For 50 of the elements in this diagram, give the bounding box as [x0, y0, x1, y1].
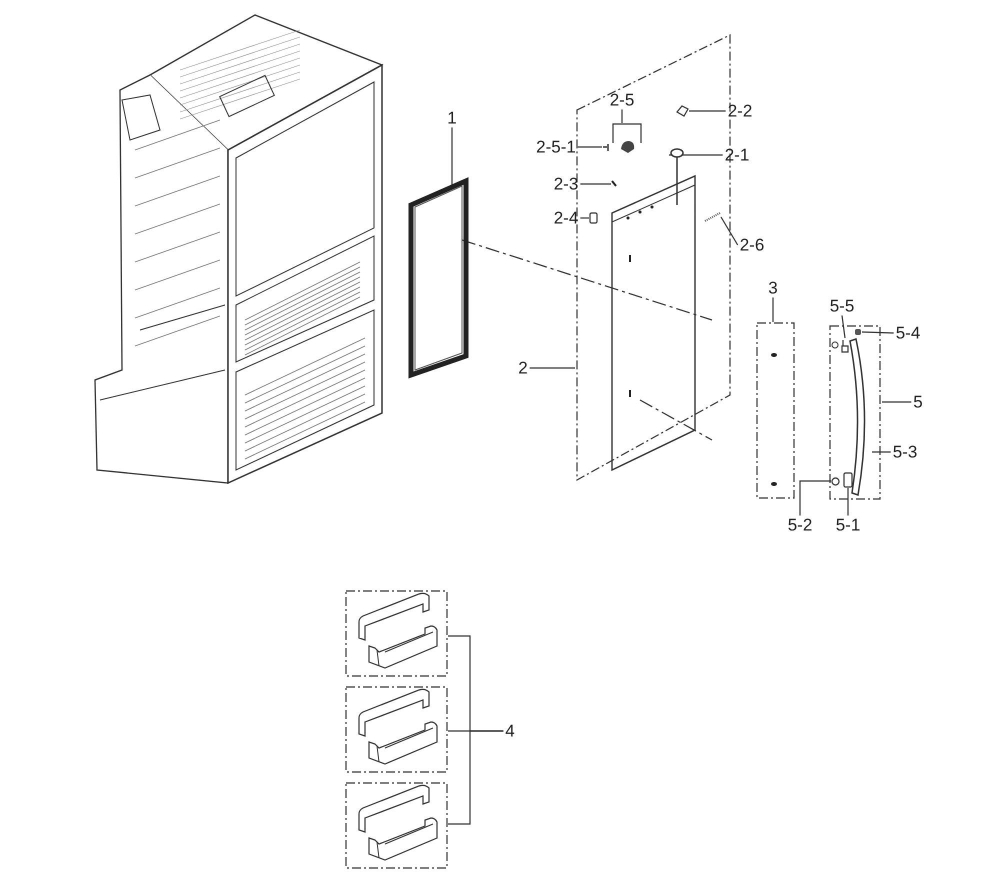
leader-line [621, 110, 623, 123]
screw-part [602, 143, 610, 152]
callout-number: 5 [913, 392, 923, 412]
leader-line [578, 146, 602, 148]
callout-number: 5-3 [892, 442, 918, 462]
leader-line [862, 331, 894, 334]
callout-number: 2-2 [728, 102, 752, 120]
cap-part [840, 338, 850, 354]
callout-number: 2-5-1 [536, 138, 576, 156]
leader-line [847, 488, 849, 516]
screw-part [831, 477, 840, 486]
callout-number: 5-1 [836, 516, 860, 534]
leader-line [530, 367, 575, 369]
spring-part [704, 212, 721, 222]
leader-line [772, 298, 774, 322]
leader-line [882, 401, 912, 403]
leader-line [799, 480, 831, 516]
callout-number: 2-3 [554, 174, 578, 194]
hinge-pin-part [669, 147, 685, 207]
callout-number: 2 [518, 358, 528, 378]
door-trim-outline [755, 322, 796, 500]
clip-part [676, 104, 689, 118]
door-bin-outline [345, 686, 448, 773]
leader-line [689, 110, 726, 112]
leader-line [669, 154, 723, 156]
callout-number: 2-4 [554, 208, 578, 228]
screw-part [611, 180, 617, 188]
callout-number: 5-5 [830, 296, 854, 316]
callout-number: 2-6 [740, 236, 764, 254]
stopper-part [589, 212, 598, 224]
leader-line [580, 183, 611, 185]
leader-line [720, 216, 738, 246]
leader-line [448, 730, 504, 825]
door-gasket [408, 178, 469, 378]
callout-number: 3 [768, 278, 778, 298]
leader-line [451, 128, 453, 187]
leader-line [872, 451, 891, 453]
callout-number: 5-2 [788, 516, 812, 534]
leader-line [580, 217, 589, 219]
callout-number: 1 [447, 108, 457, 128]
callout-number: 2-5 [610, 90, 634, 110]
callout-number: 5-4 [896, 324, 920, 342]
door-bin-outline [345, 590, 448, 677]
bracket-part [843, 472, 853, 488]
callout-number: 2-1 [724, 146, 750, 164]
leader-line [841, 315, 846, 338]
door-bin-outline [345, 782, 448, 869]
callout-number: 4 [505, 722, 515, 740]
cap-part [854, 327, 862, 337]
handle-assembly-outline [828, 325, 882, 500]
